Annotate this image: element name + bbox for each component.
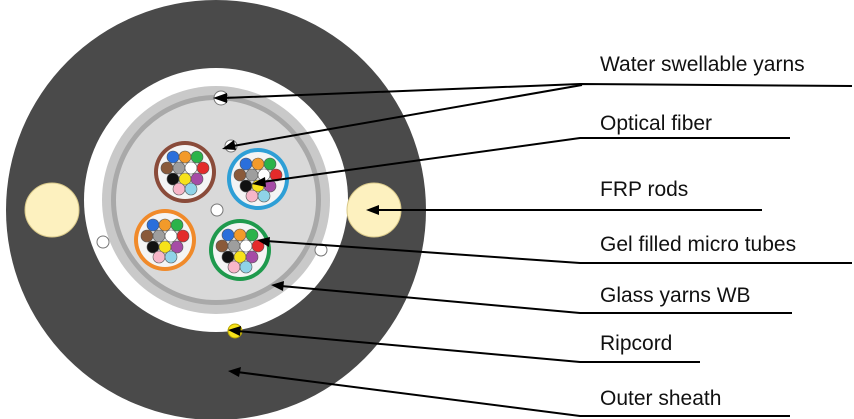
- leader-line-glass-yarns-wb: [280, 285, 792, 314]
- optical-fiber: [184, 161, 198, 175]
- optical-fiber: [227, 239, 241, 253]
- arrowhead: [213, 93, 227, 103]
- water-swellable-yarn: [210, 203, 224, 217]
- label-gel-filled-micro-tubes: Gel filled micro tubes: [600, 233, 796, 256]
- label-water-swellable-yarns: Water swellable yarns: [600, 53, 805, 76]
- arrowhead: [228, 326, 241, 336]
- optical-fiber: [140, 229, 154, 243]
- label-frp-rods: FRP rods: [600, 178, 688, 201]
- water-swellable-yarn: [96, 235, 110, 249]
- optical-fiber: [239, 239, 253, 253]
- optical-fiber: [233, 228, 247, 242]
- arrowhead: [228, 367, 241, 377]
- arrowhead: [252, 177, 266, 187]
- optical-fiber: [178, 150, 192, 164]
- optical-fiber: [251, 157, 265, 171]
- optical-fiber: [146, 218, 160, 232]
- label-ripcord: Ripcord: [600, 332, 672, 355]
- arrowhead: [222, 140, 236, 150]
- optical-fiber: [166, 150, 180, 164]
- arrowhead: [366, 205, 379, 215]
- optical-fiber: [164, 250, 178, 264]
- optical-fiber: [158, 218, 172, 232]
- arrowhead: [271, 281, 284, 291]
- leader-line-water-swellable-yarns-1: [223, 82, 853, 99]
- optical-fiber: [239, 157, 253, 171]
- label-outer-sheath: Outer sheath: [600, 387, 721, 410]
- leader-line-water-swellable-yarns-2: [232, 84, 583, 147]
- label-glass-yarns-wb: Glass yarns WB: [600, 284, 751, 307]
- optical-fiber: [190, 172, 204, 186]
- optical-fiber: [233, 168, 247, 182]
- optical-fiber: [239, 260, 253, 274]
- optical-fiber: [263, 157, 277, 171]
- optical-fiber: [245, 168, 259, 182]
- optical-fiber: [170, 240, 184, 254]
- optical-fiber: [190, 150, 204, 164]
- label-optical-fiber: Optical fiber: [600, 112, 712, 135]
- optical-fiber: [176, 229, 190, 243]
- optical-fiber: [172, 161, 186, 175]
- optical-fiber: [215, 239, 229, 253]
- optical-fiber: [227, 260, 241, 274]
- arrowhead: [257, 237, 270, 247]
- leader-line-ripcord: [236, 330, 700, 363]
- leader-line-gel-filled-micro-tubes: [265, 240, 852, 264]
- optical-fiber: [172, 182, 186, 196]
- frp-rod-left: [24, 182, 80, 238]
- optical-fiber: [196, 161, 210, 175]
- optical-fiber: [152, 229, 166, 243]
- leader-line-outer-sheath: [236, 371, 790, 417]
- optical-fiber: [160, 161, 174, 175]
- optical-fiber: [245, 189, 259, 203]
- optical-fiber: [164, 229, 178, 243]
- optical-fiber: [170, 218, 184, 232]
- optical-fiber: [245, 228, 259, 242]
- optical-fiber: [257, 189, 271, 203]
- optical-fiber: [184, 182, 198, 196]
- leader-line-optical-fiber: [261, 137, 790, 183]
- core-area: [116, 100, 316, 300]
- optical-fiber: [245, 250, 259, 264]
- optical-fiber: [221, 228, 235, 242]
- optical-fiber: [152, 250, 166, 264]
